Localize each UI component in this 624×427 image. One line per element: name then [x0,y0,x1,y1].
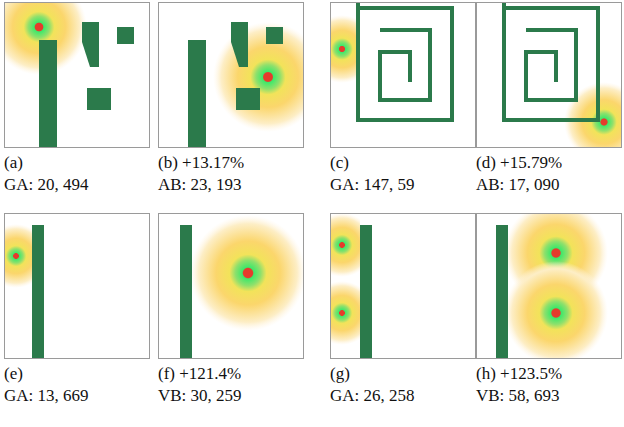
light-source [564,82,622,148]
panel-caption: (f) +121.4% [158,364,241,384]
light-source [4,224,32,288]
panel-caption: (b) +13.17% [158,153,244,173]
light-group [330,213,360,345]
wall-block [360,225,372,358]
panel-caption: (c) [330,153,349,173]
panel-border [159,3,304,148]
light-group [564,82,622,148]
score-caption: GA: 13, 669 [4,386,89,406]
scene-panel [159,214,307,359]
panel-border [477,3,622,148]
score-caption: VB: 30, 259 [158,386,242,406]
panel-caption: (d) +15.79% [476,153,562,173]
wall-block [87,88,111,110]
panel-border [331,214,476,359]
scene-panel [0,0,150,148]
light-source [508,261,608,359]
panel-caption: (h) +123.5% [476,364,562,384]
wall-block [82,22,99,67]
score-caption: GA: 20, 494 [4,175,89,195]
wall-block [496,225,508,358]
panel-caption: (e) [4,364,23,384]
wall-block [231,22,248,67]
light-group [508,213,608,359]
panel-border [5,214,150,359]
wall-block [39,40,57,148]
scene-panel [477,2,624,162]
scene-panel [159,3,324,149]
panel-border [5,3,150,148]
scene-panel [0,214,150,359]
light-source [330,281,360,345]
panel-caption: (g) [330,364,350,384]
score-caption: GA: 147, 59 [330,175,415,195]
scene-panel [477,201,622,365]
light-source [330,213,360,277]
panel-border [331,3,476,148]
light-source [192,215,304,331]
panel-caption: (a) [4,153,23,173]
spiral-wall [358,2,452,120]
wall-block [32,225,44,358]
light-group [330,15,356,83]
spiral-wall [504,2,598,120]
wall-block [117,27,134,44]
light-group [4,224,32,288]
panel-border [477,214,622,359]
panel-border [159,214,304,359]
wall-block [180,225,192,358]
light-group [213,22,304,132]
wall-block [266,27,283,44]
scene-panel [308,2,476,148]
scene-panel [310,213,476,359]
score-caption: GA: 26, 258 [330,386,415,406]
light-source [330,15,356,83]
light-group [192,215,304,331]
score-caption: VB: 58, 693 [476,386,560,406]
score-caption: AB: 23, 193 [158,175,242,195]
light-source [213,22,304,132]
wall-block [236,88,260,110]
wall-block [188,40,206,148]
score-caption: AB: 17, 090 [476,175,560,195]
